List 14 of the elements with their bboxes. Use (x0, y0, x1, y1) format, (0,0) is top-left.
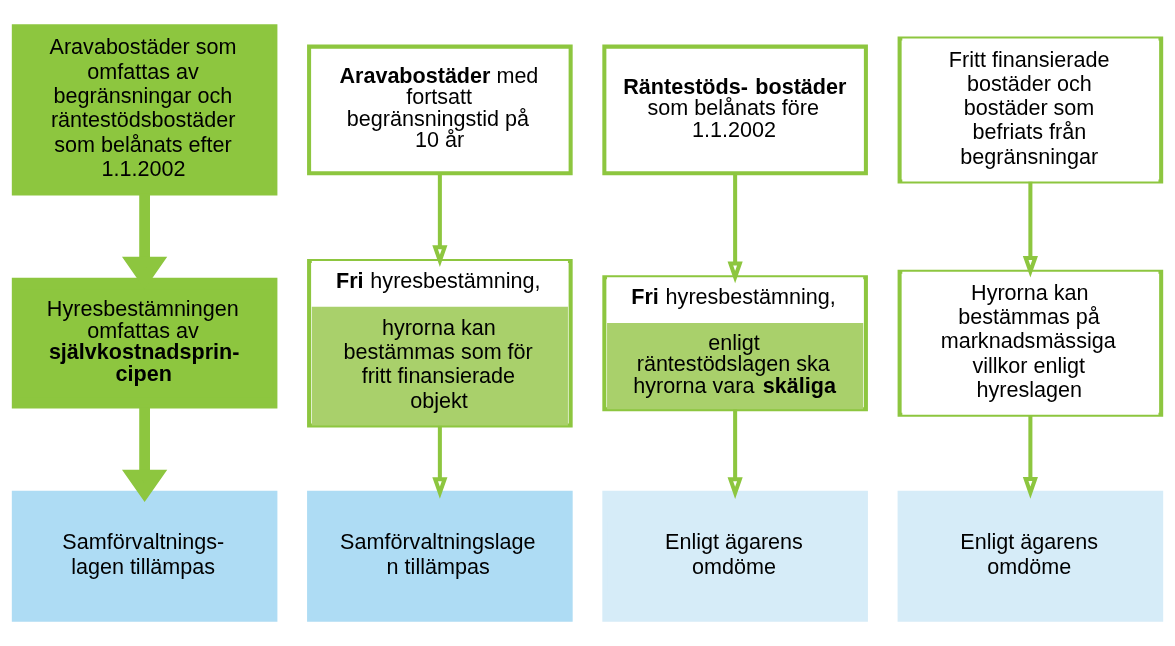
node-box: Aravabostäder med fortsatt begränsningstid på 10 år (307, 44, 573, 176)
node-box: Samförvaltningslage n tillämpas (307, 490, 573, 622)
node-box: Hyresbestämningen omfattas av självkostnadsprin- cipen (11, 277, 278, 409)
node-box: Enligt ägarens omdöme (897, 490, 1164, 622)
node-box: Enligt ägarens omdöme (602, 490, 868, 622)
arrow (1022, 415, 1038, 499)
arrow (432, 173, 448, 267)
node-box: Samförvaltnings- lagen tillämpas (11, 490, 278, 622)
arrow (121, 407, 168, 502)
arrow (727, 409, 743, 499)
node-box: Räntestöds- bostäder som belånats före 1.1.2002 (602, 44, 868, 176)
arrow (1022, 181, 1038, 278)
arrow (727, 173, 743, 284)
arrow (432, 425, 448, 499)
